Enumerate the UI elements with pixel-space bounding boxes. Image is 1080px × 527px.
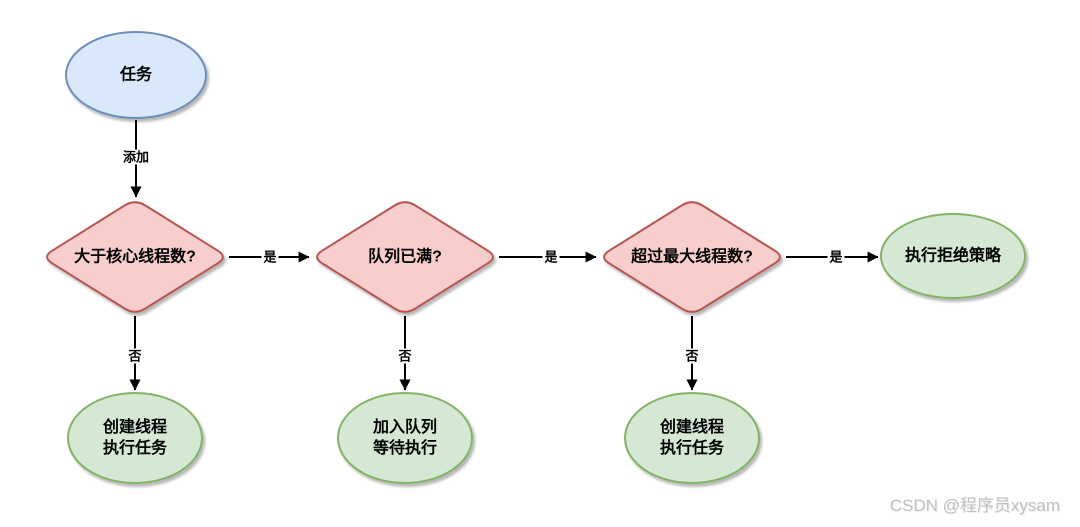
task-start-ellipse: [65, 31, 207, 119]
enqueue-ellipse: [337, 392, 473, 484]
decision-max-diamond: [603, 201, 781, 313]
decision-core-diamond: [46, 201, 224, 313]
reject-policy-ellipse: [880, 213, 1026, 299]
csdn-watermark: CSDN @程序员xysam: [889, 496, 1060, 515]
decision-queue-diamond: [316, 201, 494, 313]
create-thread-1-ellipse: [67, 392, 203, 484]
create-thread-2-ellipse: [624, 392, 760, 484]
